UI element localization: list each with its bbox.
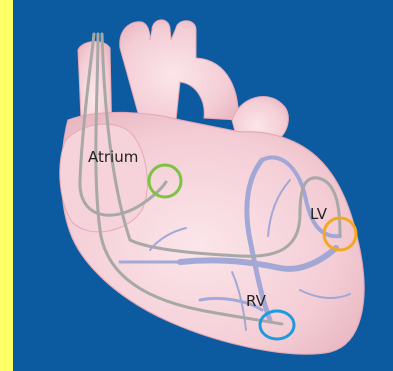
lv-label: LV [310,205,328,223]
aortic-arch [120,20,238,120]
atrium-label: Atrium [88,148,138,166]
rv-label: RV [246,292,267,310]
